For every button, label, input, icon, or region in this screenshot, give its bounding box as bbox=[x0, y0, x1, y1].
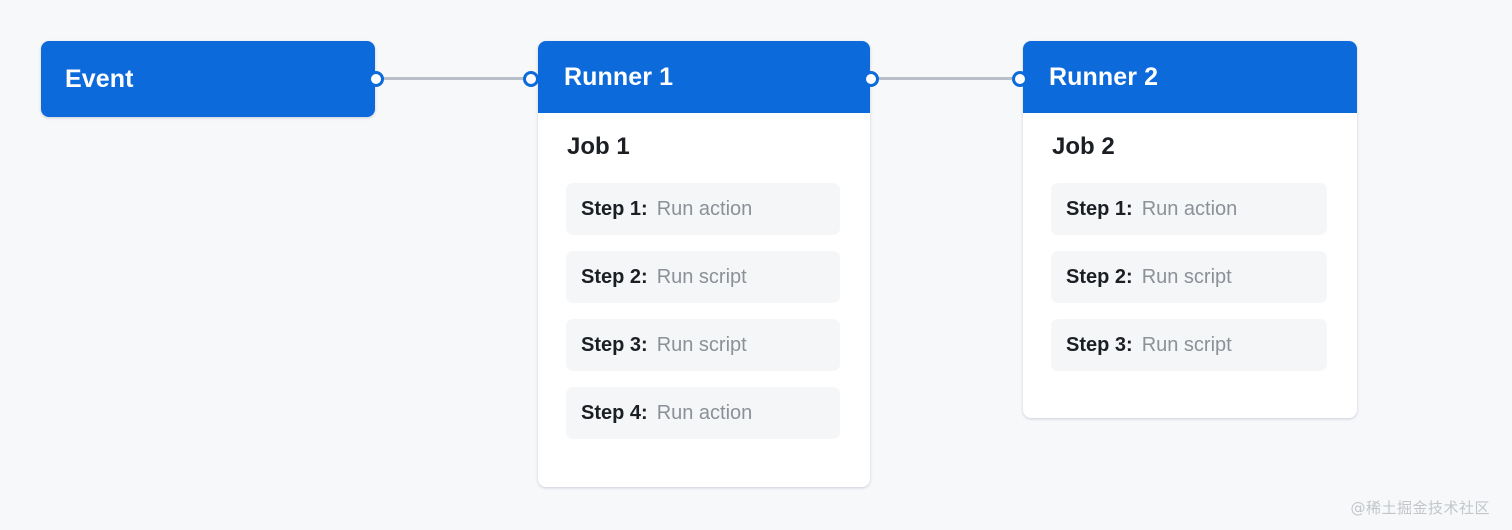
step-number: Step 3: bbox=[1066, 333, 1133, 356]
port-runner2-input[interactable] bbox=[1012, 71, 1028, 87]
event-node-label: Event bbox=[65, 64, 134, 93]
step-number: Step 2: bbox=[581, 265, 648, 288]
step-item[interactable]: Step 1: Run action bbox=[566, 183, 840, 235]
job-title-2: Job 2 bbox=[1052, 133, 1115, 160]
step-item[interactable]: Step 2: Run script bbox=[566, 251, 840, 303]
step-item[interactable]: Step 1: Run action bbox=[1051, 183, 1327, 235]
step-number: Step 1: bbox=[1066, 197, 1133, 220]
step-item[interactable]: Step 3: Run script bbox=[1051, 319, 1327, 371]
runner-card-1-title: Runner 1 bbox=[564, 62, 674, 91]
step-action: Run action bbox=[656, 401, 753, 424]
step-number: Step 2: bbox=[1066, 265, 1133, 288]
step-item[interactable]: Step 4: Run action bbox=[566, 387, 840, 439]
connector-runner1-to-runner2 bbox=[872, 77, 1022, 80]
step-number: Step 1: bbox=[581, 197, 648, 220]
runner-card-1-header: Runner 1 bbox=[538, 41, 870, 113]
step-action: Run script bbox=[1141, 333, 1232, 356]
step-action: Run script bbox=[656, 333, 747, 356]
event-node[interactable]: Event bbox=[41, 41, 375, 117]
step-number: Step 4: bbox=[581, 401, 648, 424]
steps-list-2: Step 1: Run action Step 2: Run script St… bbox=[1051, 183, 1327, 371]
step-action: Run script bbox=[1141, 265, 1232, 288]
port-runner1-output[interactable] bbox=[863, 71, 879, 87]
port-event-output[interactable] bbox=[368, 71, 384, 87]
runner-card-1[interactable]: Runner 1 Job 1 Step 1: Run action Step 2… bbox=[538, 41, 870, 487]
runner-card-2-title: Runner 2 bbox=[1049, 62, 1159, 91]
runner-card-2-body: Job 2 Step 1: Run action Step 2: Run scr… bbox=[1023, 113, 1357, 399]
job-title-1: Job 1 bbox=[567, 133, 630, 160]
runner-card-2[interactable]: Runner 2 Job 2 Step 1: Run action Step 2… bbox=[1023, 41, 1357, 418]
step-action: Run action bbox=[656, 197, 753, 220]
watermark: @稀土掘金技术社区 bbox=[1350, 499, 1490, 517]
runner-card-1-body: Job 1 Step 1: Run action Step 2: Run scr… bbox=[538, 113, 870, 467]
steps-list-1: Step 1: Run action Step 2: Run script St… bbox=[566, 183, 840, 439]
step-action: Run action bbox=[1141, 197, 1238, 220]
port-runner1-input[interactable] bbox=[523, 71, 539, 87]
step-action: Run script bbox=[656, 265, 747, 288]
step-number: Step 3: bbox=[581, 333, 648, 356]
step-item[interactable]: Step 3: Run script bbox=[566, 319, 840, 371]
connector-event-to-runner1 bbox=[378, 77, 533, 80]
step-item[interactable]: Step 2: Run script bbox=[1051, 251, 1327, 303]
runner-card-2-header: Runner 2 bbox=[1023, 41, 1357, 113]
